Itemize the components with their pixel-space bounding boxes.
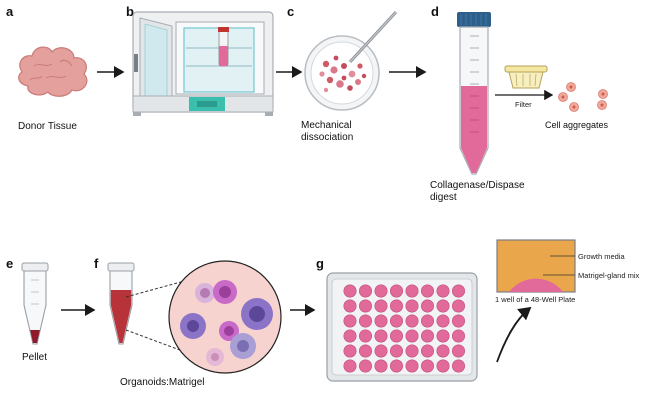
plate-well xyxy=(389,299,403,313)
plate-well xyxy=(451,314,465,328)
plate-well xyxy=(405,299,419,313)
plate-well xyxy=(358,329,372,343)
digest-caption-line1: Collagenase/Dispase xyxy=(430,180,525,191)
plate-well xyxy=(420,284,434,298)
plate-well xyxy=(389,359,403,373)
plate-well xyxy=(374,344,388,358)
digest-caption-line2: digest xyxy=(430,192,457,203)
panel-letter-c: c xyxy=(287,4,294,19)
growth-media-label: Growth media xyxy=(578,252,626,261)
plate-well xyxy=(374,359,388,373)
donor-tissue-caption: Donor Tissue xyxy=(18,121,77,132)
panel-letter-e: e xyxy=(6,256,13,271)
plate-well xyxy=(405,344,419,358)
plate-well xyxy=(343,284,357,298)
plate-well xyxy=(420,299,434,313)
plate-well xyxy=(389,314,403,328)
pellet-tube-illustration xyxy=(21,262,49,345)
plate-well xyxy=(436,314,450,328)
cell-strainer-filter-illustration xyxy=(504,65,548,89)
mechanical-dissociation-caption-line2: dissociation xyxy=(301,132,353,143)
incubator-illustration xyxy=(132,11,274,116)
plate-well xyxy=(451,299,465,313)
plate-well xyxy=(389,344,403,358)
plate-well xyxy=(374,284,388,298)
zoom-line-bottom xyxy=(125,329,189,354)
plate-well xyxy=(358,299,372,313)
zoom-line-top xyxy=(125,279,189,298)
plate-well xyxy=(436,299,450,313)
plate-well xyxy=(420,344,434,358)
plate-well xyxy=(343,314,357,328)
organoid-zoom-circle xyxy=(168,260,282,374)
plate-well xyxy=(451,284,465,298)
plate-well xyxy=(389,284,403,298)
plate-well xyxy=(436,284,450,298)
plate-well xyxy=(343,329,357,343)
plate-well xyxy=(405,329,419,343)
single-well-caption: 1 well of a 48-Well Plate xyxy=(495,295,575,304)
plate-well xyxy=(436,344,450,358)
plate-well xyxy=(343,299,357,313)
plate-well xyxy=(436,359,450,373)
cell-aggregates-label: Cell aggregates xyxy=(545,120,609,130)
plate-well xyxy=(436,329,450,343)
organoids-matrigel-caption: Organoids:Matrigel xyxy=(120,377,204,388)
plate-well xyxy=(420,359,434,373)
plate-well xyxy=(420,314,434,328)
plate-well xyxy=(389,329,403,343)
plate-well xyxy=(374,299,388,313)
filter-label: Filter xyxy=(515,100,532,109)
single-well-illustration xyxy=(496,239,576,293)
plate-well xyxy=(358,344,372,358)
plate-well xyxy=(343,344,357,358)
panel-letter-b: b xyxy=(126,4,134,19)
conical-tube-illustration xyxy=(457,12,491,175)
petri-dish-illustration xyxy=(304,10,398,111)
plate-well xyxy=(405,314,419,328)
donor-tissue-illustration xyxy=(18,46,88,97)
plate-well xyxy=(374,314,388,328)
matrigel-gland-mix-label: Matrigel-gland mix xyxy=(578,271,640,280)
organoid-tube-illustration xyxy=(107,262,135,345)
plate-well xyxy=(451,359,465,373)
mechanical-dissociation-caption-line1: Mechanical xyxy=(301,120,352,131)
plate-well xyxy=(451,344,465,358)
panel-letter-g: g xyxy=(316,256,324,271)
pellet-caption: Pellet xyxy=(22,352,47,363)
panel-letter-f: f xyxy=(94,256,99,271)
plate-well xyxy=(405,359,419,373)
plate-well xyxy=(405,284,419,298)
plate-well xyxy=(374,329,388,343)
plate-well xyxy=(358,314,372,328)
arrow-plate-to-well xyxy=(496,306,532,363)
plate-well xyxy=(358,359,372,373)
plate-well xyxy=(451,329,465,343)
well-plate-illustration xyxy=(326,272,478,382)
cell-aggregates-illustration xyxy=(558,82,608,112)
panel-letter-d: d xyxy=(431,4,439,19)
plate-well xyxy=(358,284,372,298)
plate-well xyxy=(343,359,357,373)
plate-well xyxy=(420,329,434,343)
panel-letter-a: a xyxy=(6,4,14,19)
